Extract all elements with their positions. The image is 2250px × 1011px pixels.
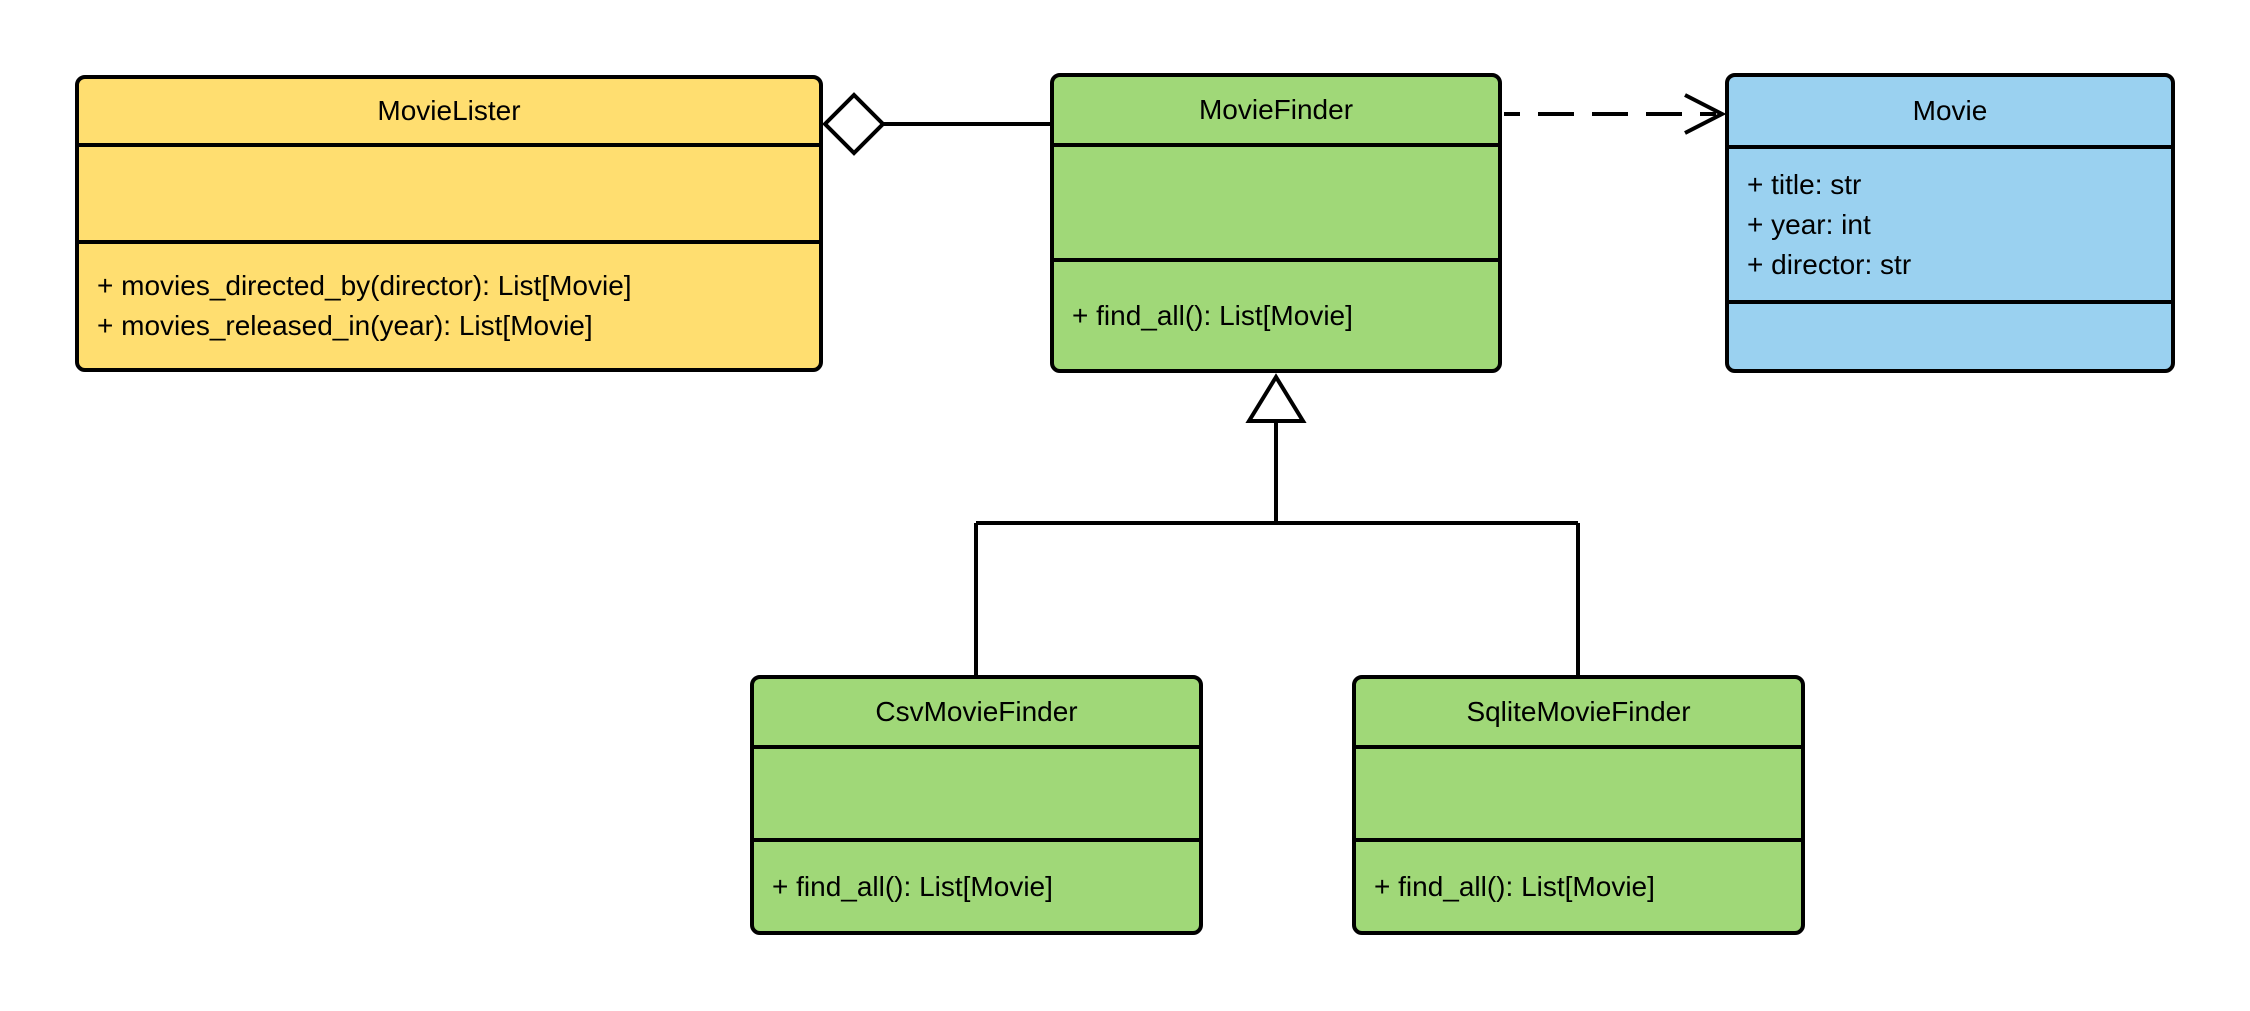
class-methods-moviefinder: + find_all(): List[Movie]	[1054, 258, 1498, 369]
method-item: + movies_released_in(year): List[Movie]	[97, 310, 593, 341]
method-item: + find_all(): List[Movie]	[1374, 870, 1655, 902]
generalization-triangle-icon	[1245, 373, 1307, 423]
class-methods-movie	[1729, 300, 2171, 369]
class-attributes-moviefinder	[1054, 143, 1498, 258]
attribute-item: + director: str	[1747, 248, 1912, 280]
class-methods-sqlitemoviefinder: + find_all(): List[Movie]	[1356, 838, 1801, 931]
class-box-sqlitemoviefinder: SqliteMovieFinder + find_all(): List[Mov…	[1352, 675, 1805, 935]
method-item: + find_all(): List[Movie]	[1072, 299, 1353, 331]
class-title-csvmoviefinder: CsvMovieFinder	[875, 696, 1078, 727]
dependency-arrowhead-icon	[1684, 93, 1727, 135]
class-methods-csvmoviefinder: + find_all(): List[Movie]	[754, 838, 1199, 931]
class-attributes-movie: + title: str + year: int + director: str	[1729, 145, 2171, 300]
method-item: + find_all(): List[Movie]	[772, 870, 1053, 902]
class-methods-movielister: + movies_directed_by(director): List[Mov…	[79, 240, 819, 368]
class-title-sqlitemoviefinder: SqliteMovieFinder	[1466, 696, 1691, 727]
class-title-movielister: MovieLister	[377, 95, 521, 126]
class-attributes-sqlitemoviefinder	[1356, 745, 1801, 838]
class-box-movielister: MovieLister + movies_directed_by(directo…	[75, 75, 823, 372]
aggregation-diamond-icon	[822, 92, 886, 156]
class-attributes-csvmoviefinder	[754, 745, 1199, 838]
class-box-moviefinder: MovieFinder + find_all(): List[Movie]	[1050, 73, 1502, 373]
class-attributes-movielister	[79, 143, 819, 240]
attribute-item: + year: int	[1747, 208, 1871, 240]
method-item: + movies_directed_by(director): List[Mov…	[97, 270, 632, 301]
class-box-csvmoviefinder: CsvMovieFinder + find_all(): List[Movie]	[750, 675, 1203, 935]
class-box-movie: Movie + title: str + year: int + directo…	[1725, 73, 2175, 373]
class-title-movie: Movie	[1912, 95, 1988, 126]
class-title-moviefinder: MovieFinder	[1198, 94, 1354, 125]
attribute-item: + title: str	[1747, 168, 1862, 200]
